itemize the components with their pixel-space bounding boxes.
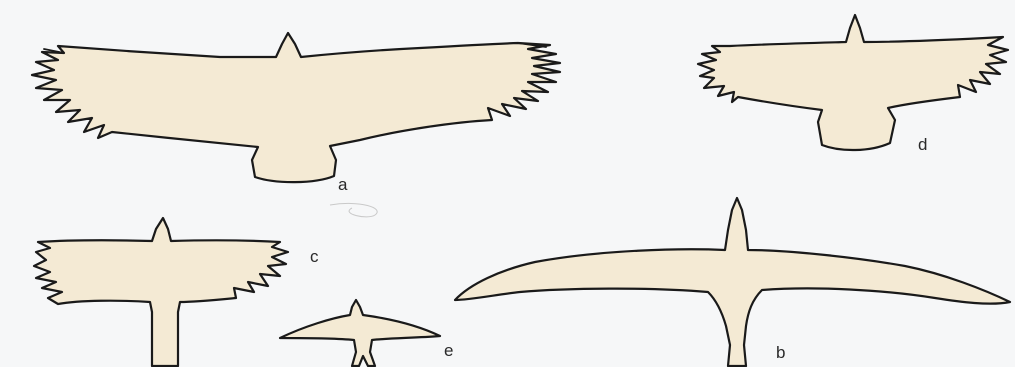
- silhouette-a-label: a: [338, 175, 348, 194]
- silhouette-c-label: c: [310, 247, 319, 266]
- silhouette-d-label: d: [918, 135, 927, 154]
- silhouette-b-label: b: [776, 343, 785, 362]
- silhouette-e-label: e: [444, 341, 453, 360]
